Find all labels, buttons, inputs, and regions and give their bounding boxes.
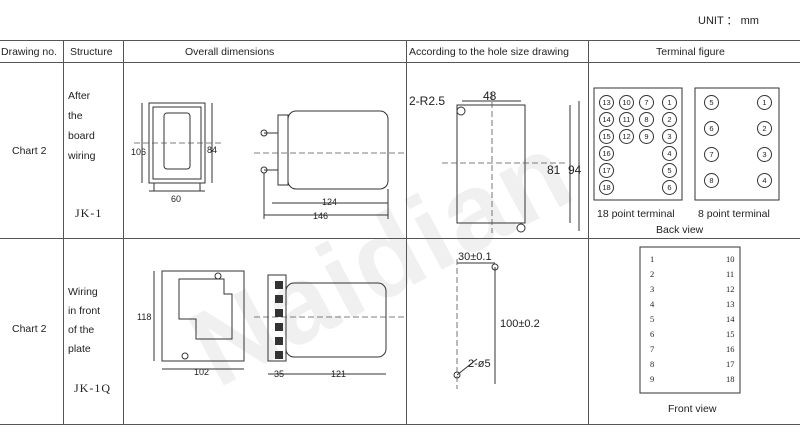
- terminal-pin: 18: [599, 180, 614, 195]
- front-box: [639, 246, 741, 394]
- terminal-pin: 14: [599, 112, 614, 127]
- terminal-pin: 9: [639, 129, 654, 144]
- col-divider-4: [588, 40, 589, 424]
- terminal-pin: 5: [662, 163, 677, 178]
- terminal-pin: 7: [639, 95, 654, 110]
- terminal-pin: 12: [619, 129, 634, 144]
- front-pin-left: 3: [650, 284, 655, 294]
- terminal-boxes: [593, 87, 780, 201]
- front-pin-right: 11: [726, 269, 735, 279]
- hole-dia: 2-ø5: [468, 358, 491, 370]
- header-terminal: Terminal figure: [656, 46, 725, 58]
- terminal-pin: 6: [662, 180, 677, 195]
- terminal-pin: 4: [757, 173, 772, 188]
- front-pin-right: 14: [726, 314, 735, 324]
- header-drawing-no: Drawing no.: [1, 46, 58, 58]
- front-pin-right: 18: [726, 374, 735, 384]
- row1-overall-drawing: [134, 102, 404, 219]
- dim-106: 106: [131, 147, 147, 157]
- terminal-pin: 3: [662, 129, 677, 144]
- dim-102: 102: [194, 367, 210, 377]
- terminal-pin: 1: [757, 95, 772, 110]
- front-pin-left: 9: [650, 374, 655, 384]
- terminal-pin: 10: [619, 95, 634, 110]
- hole-mid: 100±0.2: [500, 318, 540, 330]
- row1-model: JK-1: [75, 206, 103, 220]
- header-structure: Structure: [70, 46, 113, 58]
- header-overall: Overall dimensions: [185, 46, 275, 58]
- terminal-pin: 8: [639, 112, 654, 127]
- terminal-pin: 5: [704, 95, 719, 110]
- hole-h1: 81: [547, 163, 561, 177]
- front-pin-left: 5: [650, 314, 655, 324]
- row2-structure: Wiring in front of the plate: [68, 286, 101, 355]
- front-pin-right: 17: [726, 359, 735, 369]
- front-pin-right: 12: [726, 284, 735, 294]
- front-pin-left: 4: [650, 299, 655, 309]
- front-view-label: Front view: [668, 403, 717, 415]
- terminal-pin: 7: [704, 147, 719, 162]
- term8-label: 8 point terminal: [698, 208, 770, 220]
- terminal-pin: 15: [599, 129, 614, 144]
- col-divider-3: [406, 40, 407, 424]
- row2-hole-drawing: [453, 259, 499, 389]
- front-pin-left: 2: [650, 269, 655, 279]
- row2-model: JK-1Q: [74, 381, 111, 395]
- row2-overall-drawing: [153, 270, 404, 375]
- row1-drawing: Chart 2: [12, 145, 47, 157]
- col-divider-2: [123, 40, 124, 424]
- terminal-pin: 2: [662, 112, 677, 127]
- col-divider-1: [63, 40, 64, 424]
- terminal-pin: 17: [599, 163, 614, 178]
- front-pin-right: 10: [726, 254, 735, 264]
- hole-top: 30±0.1: [458, 251, 492, 263]
- dim-121: 121: [331, 369, 347, 379]
- dim-124: 124: [322, 197, 338, 207]
- front-pin-left: 6: [650, 329, 655, 339]
- front-pin-right: 15: [726, 329, 735, 339]
- terminal-pin: 16: [599, 146, 614, 161]
- dim-146: 146: [313, 211, 329, 221]
- hole-r: 2-R2.5: [409, 94, 446, 108]
- unit-label: UNIT ： mm: [698, 15, 759, 27]
- hole-w: 48: [483, 89, 497, 103]
- hole-h2: 94: [568, 163, 582, 177]
- terminal-pin: 13: [599, 95, 614, 110]
- term18-label: 18 point terminal: [597, 208, 675, 220]
- front-pin-right: 13: [726, 299, 735, 309]
- row1-structure: After the board wiring: [68, 90, 96, 162]
- front-pin-left: 8: [650, 359, 655, 369]
- dim-35: 35: [274, 369, 285, 379]
- row2-drawing: Chart 2: [12, 323, 47, 335]
- terminal-pin: 4: [662, 146, 677, 161]
- row-divider: [0, 238, 800, 239]
- terminal-pin: 1: [662, 95, 677, 110]
- terminal-pin: 6: [704, 121, 719, 136]
- front-pin-left: 7: [650, 344, 655, 354]
- terminal-pin: 2: [757, 121, 772, 136]
- row1-hole-drawing: [442, 93, 580, 233]
- table-top-border: [0, 40, 800, 41]
- back-view-label: Back view: [656, 224, 704, 236]
- dim-84: 84: [207, 145, 218, 155]
- terminal-pin: 3: [757, 147, 772, 162]
- front-pin-right: 16: [726, 344, 735, 354]
- header-hole: According to the hole size drawing: [409, 46, 569, 58]
- dim-118: 118: [137, 312, 152, 322]
- terminal-pin: 11: [619, 112, 634, 127]
- front-pin-left: 1: [650, 254, 655, 264]
- table-bottom-border: [0, 424, 800, 425]
- dim-60: 60: [171, 194, 182, 204]
- header-divider: [0, 62, 800, 63]
- terminal-pin: 8: [704, 173, 719, 188]
